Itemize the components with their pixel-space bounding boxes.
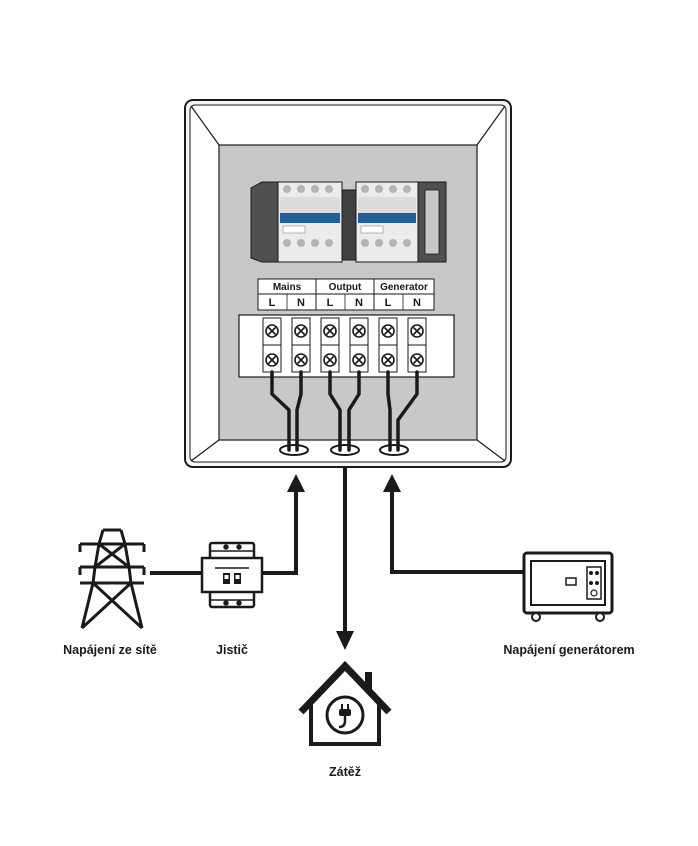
arrow-down-load [336, 631, 354, 650]
arrow-up-generator [383, 474, 401, 492]
terminal-screw [291, 317, 311, 373]
generator-icon [522, 551, 614, 622]
circuit-breaker-icon [200, 541, 264, 609]
label-mains-source: Napájení ze sítě [63, 643, 157, 657]
flow-arrows [287, 474, 401, 650]
pole-label: L [269, 297, 276, 309]
external-wiring [150, 468, 524, 632]
terminal-screw [320, 317, 340, 373]
label-generator-source: Napájení generátorem [503, 643, 634, 657]
terminal-screw [407, 317, 427, 373]
cable-gland [279, 444, 309, 456]
cable-gland [379, 444, 409, 456]
terminal-screw [349, 317, 369, 373]
header-mains: Mains [273, 282, 302, 293]
terminal-label-strip: Mains Output Generator L N L N L N [257, 278, 435, 311]
pole-label: N [297, 297, 305, 309]
transfer-switch-module [250, 181, 447, 263]
pole-label: L [327, 297, 334, 309]
house-load-icon [298, 660, 392, 746]
cable-glands [279, 444, 409, 456]
pole-label: N [355, 297, 363, 309]
internal-wiring [270, 370, 419, 452]
power-pylon-icon [78, 528, 146, 630]
plug-icon [339, 704, 351, 716]
label-breaker: Jistič [216, 643, 248, 657]
header-generator: Generator [380, 282, 428, 293]
header-output: Output [329, 282, 362, 293]
cable-gland [330, 444, 360, 456]
terminal-screw [262, 317, 282, 373]
terminal-screw [378, 317, 398, 373]
pole-label: L [385, 297, 392, 309]
terminal-block [238, 314, 455, 378]
arrow-up-mains [287, 474, 305, 492]
label-load: Zátěž [329, 765, 361, 779]
pole-label: N [413, 297, 421, 309]
